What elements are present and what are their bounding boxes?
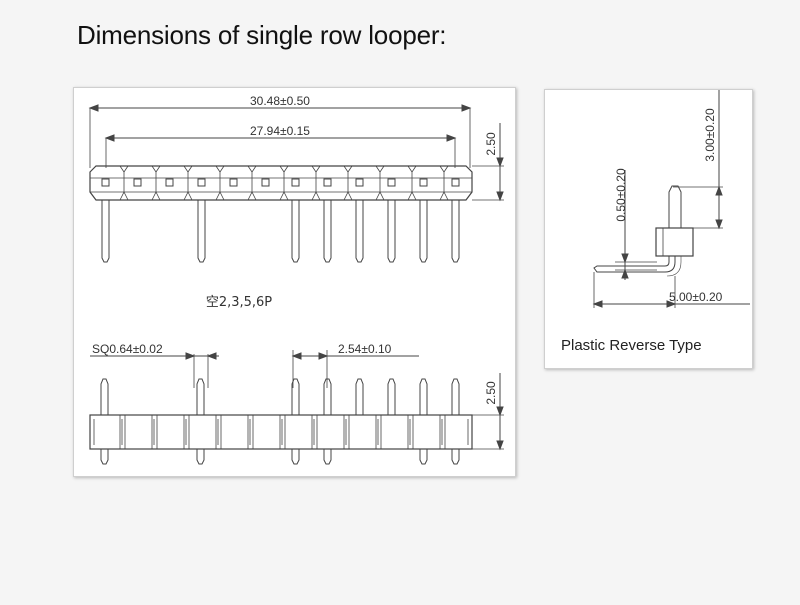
pin xyxy=(196,378,205,415)
dim-5-00: 5.00±0.20 xyxy=(669,290,723,304)
body-segment-notch xyxy=(247,165,257,201)
body-segment xyxy=(407,415,414,449)
body-segment xyxy=(151,415,158,449)
body-segment xyxy=(375,415,382,449)
dim-pitch: 2.54±0.10 xyxy=(338,342,392,356)
pin xyxy=(101,200,110,263)
body-segment xyxy=(439,415,446,449)
pin xyxy=(355,200,364,263)
body-segment-notch xyxy=(407,165,417,201)
pin xyxy=(387,200,396,263)
arrowhead xyxy=(496,440,504,451)
arrowhead xyxy=(496,406,504,417)
pin-bend-outline xyxy=(666,256,682,277)
plastic-body xyxy=(655,227,694,257)
pin xyxy=(419,200,428,263)
pin xyxy=(323,378,332,415)
body-segment xyxy=(311,415,318,449)
pin-stub xyxy=(323,449,332,465)
arrowhead xyxy=(104,134,115,142)
pin-hole xyxy=(101,178,110,187)
body-segment xyxy=(279,415,286,449)
pin-vertical xyxy=(668,185,682,228)
pin xyxy=(291,200,300,263)
body-segment-notch xyxy=(151,165,161,201)
pin-stub xyxy=(291,449,300,465)
arrowhead xyxy=(88,104,99,112)
dim-height-bottom: 2.50 xyxy=(484,381,498,405)
body-segment xyxy=(119,415,126,449)
drawing-caption: Plastic Reverse Type xyxy=(561,337,702,354)
pin-hole xyxy=(323,178,332,187)
arrowhead xyxy=(318,352,329,360)
arrowhead xyxy=(621,268,629,279)
body-segment-notch xyxy=(119,165,129,201)
dim-overall-length: 30.48±0.50 xyxy=(250,94,310,108)
pin xyxy=(419,378,428,415)
arrowhead xyxy=(446,134,457,142)
reverse-type-drawing: 0.50±0.20 3.00±0.20 5.00±0.20 Plastic Re… xyxy=(561,90,750,354)
pin-hole xyxy=(291,178,300,187)
arrowhead xyxy=(496,157,504,168)
pin xyxy=(100,378,109,415)
empty-positions-note: 空2,3,5,6P xyxy=(206,295,272,310)
pin xyxy=(291,378,300,415)
body-segment-notch xyxy=(343,165,353,201)
arrowhead xyxy=(666,300,677,308)
dim-end-pin-span: 27.94±0.15 xyxy=(250,124,310,138)
body-segment-notch xyxy=(311,165,321,201)
pin-bent xyxy=(593,256,676,273)
pin-stub xyxy=(419,449,428,465)
dim-height-top: 2.50 xyxy=(484,132,498,156)
pin xyxy=(451,378,460,415)
pin-stub xyxy=(451,449,460,465)
body-segment xyxy=(183,415,190,449)
plastic-body-outline xyxy=(89,165,473,201)
pin-stub xyxy=(100,449,109,465)
pin xyxy=(451,200,460,263)
arrowhead xyxy=(461,104,472,112)
front-view-drawing-panel: 30.48±0.50 27.94±0.15 2.50 空2,3,5,6P SQ0… xyxy=(73,87,516,477)
arrowhead xyxy=(621,253,629,264)
pin-hole xyxy=(419,178,428,187)
pin-stub xyxy=(196,449,205,465)
arrowhead xyxy=(715,219,723,230)
pin-hole xyxy=(229,178,238,187)
pin-hole xyxy=(197,178,206,187)
pin-hole xyxy=(387,178,396,187)
pin-hole xyxy=(165,178,174,187)
dim-3-00: 3.00±0.20 xyxy=(703,108,717,162)
arrowhead xyxy=(206,352,217,360)
plastic-body-side xyxy=(89,414,473,450)
body-segment xyxy=(215,415,222,449)
arrowhead xyxy=(291,352,302,360)
arrowhead xyxy=(496,191,504,202)
arrowhead xyxy=(592,300,603,308)
side-view-drawing-panel: 0.50±0.20 3.00±0.20 5.00±0.20 Plastic Re… xyxy=(544,89,753,369)
pin xyxy=(197,200,206,263)
dim-0-50: 0.50±0.20 xyxy=(614,168,628,222)
body-segment-notch xyxy=(279,165,289,201)
pin-hole xyxy=(261,178,270,187)
dim-pin-size: SQ0.64±0.02 xyxy=(92,342,163,356)
pin-hole xyxy=(133,178,142,187)
pin xyxy=(355,378,364,415)
body-segment-notch xyxy=(375,165,385,201)
pin xyxy=(323,200,332,263)
front-view-drawing: 30.48±0.50 27.94±0.15 2.50 空2,3,5,6P SQ0… xyxy=(88,94,504,465)
body-segment-notch xyxy=(215,165,225,201)
pin xyxy=(387,378,396,415)
body-segment xyxy=(343,415,350,449)
body-segment-notch xyxy=(439,165,449,201)
pin-hole xyxy=(451,178,460,187)
body-segment xyxy=(247,415,254,449)
body-segment-notch xyxy=(183,165,193,201)
page-title: Dimensions of single row looper: xyxy=(77,20,447,50)
arrowhead xyxy=(185,352,196,360)
body-segment xyxy=(93,419,469,445)
arrowhead xyxy=(715,185,723,196)
pin-hole xyxy=(355,178,364,187)
